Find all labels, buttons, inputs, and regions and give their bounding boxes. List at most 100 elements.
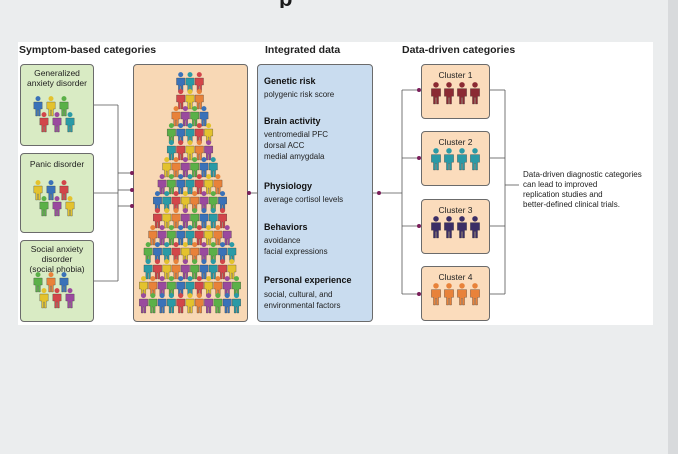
person-icon	[39, 112, 49, 133]
person-icon	[185, 123, 195, 144]
person-icon	[143, 259, 153, 280]
person-icon	[194, 140, 204, 161]
physiology-item: average cortisol levels	[264, 195, 344, 204]
connector-dot	[377, 191, 381, 195]
person-icon	[232, 276, 241, 297]
person-icon	[176, 123, 186, 144]
person-icon	[185, 140, 195, 161]
person-icon	[190, 106, 199, 127]
symptom-label-line: disorder	[41, 254, 73, 264]
person-icon	[176, 276, 186, 297]
person-icon	[171, 208, 181, 229]
person-icon	[148, 276, 158, 297]
person-icon	[444, 82, 454, 105]
genetic-risk-item: polygenic risk score	[264, 90, 335, 99]
symptom-box-social-anxiety: Social anxiety disorder (social phobia)	[20, 240, 94, 322]
personal-experience-item: social, cultural, and	[264, 290, 333, 299]
person-icon	[167, 293, 176, 314]
person-icon	[218, 259, 227, 280]
person-icon	[171, 191, 181, 212]
person-icon	[59, 96, 69, 117]
header-data-driven: Data-driven categories	[402, 44, 516, 56]
person-icon	[143, 242, 153, 263]
personal-experience-title: Personal experience	[264, 275, 352, 285]
person-icon	[157, 293, 167, 314]
person-icon	[162, 259, 172, 280]
cluster-label: Cluster 4	[438, 272, 473, 282]
person-icon	[65, 112, 75, 133]
person-icon	[59, 272, 69, 293]
person-icon	[153, 191, 162, 212]
person-icon	[208, 191, 218, 212]
person-icon	[457, 283, 467, 306]
person-icon	[190, 242, 199, 263]
connector-dot	[417, 292, 421, 296]
person-icon	[194, 293, 204, 314]
person-icon	[190, 191, 199, 212]
symptom-label-line: Panic disorder	[29, 159, 85, 169]
person-icon	[204, 293, 213, 314]
person-icon	[65, 288, 75, 309]
person-icon	[46, 272, 56, 293]
person-icon	[181, 191, 190, 212]
person-icon	[232, 293, 241, 314]
symptom-box-gad: Generalized anxiety disorder	[20, 64, 94, 146]
person-icon	[65, 196, 75, 217]
connector-dot	[417, 224, 421, 228]
person-icon	[457, 148, 467, 171]
person-icon	[181, 157, 190, 178]
note-line: better-defined clinical trials.	[523, 200, 620, 209]
brain-activity-item: dorsal ACC	[264, 141, 305, 150]
person-icon	[199, 106, 209, 127]
person-icon	[167, 123, 176, 144]
person-icon	[157, 276, 167, 297]
person-icon	[52, 288, 62, 309]
person-icon	[39, 288, 49, 309]
cluster-label: Cluster 1	[438, 70, 473, 80]
person-icon	[457, 216, 467, 239]
person-icon	[162, 242, 172, 263]
person-icon	[222, 293, 232, 314]
person-icon	[204, 174, 213, 195]
person-icon	[470, 283, 480, 306]
person-icon	[444, 148, 454, 171]
symptom-label-line: anxiety disorder	[26, 78, 87, 88]
person-icon	[194, 174, 204, 195]
person-icon	[431, 82, 441, 105]
person-icon	[176, 140, 186, 161]
person-icon	[199, 208, 209, 229]
person-icon	[33, 180, 43, 201]
person-icon	[208, 259, 218, 280]
person-icon	[46, 180, 56, 201]
person-icon	[190, 157, 199, 178]
person-icon	[218, 191, 227, 212]
connector-dot	[247, 191, 251, 195]
person-icon	[208, 242, 218, 263]
person-icon	[213, 174, 223, 195]
person-icon	[167, 174, 176, 195]
person-icon	[176, 225, 186, 246]
person-icon	[176, 293, 186, 314]
person-icon	[153, 208, 162, 229]
person-icon	[148, 225, 158, 246]
person-icon	[171, 259, 181, 280]
person-icon	[199, 259, 209, 280]
person-icon	[190, 208, 199, 229]
person-icon	[153, 242, 162, 263]
header-symptom-based: Symptom-based categories	[19, 44, 157, 56]
person-icon	[470, 82, 480, 105]
person-icon	[431, 216, 441, 239]
person-icon	[222, 225, 232, 246]
person-icon	[162, 157, 172, 178]
person-icon	[176, 89, 186, 110]
person-icon	[185, 276, 195, 297]
person-icon	[457, 82, 467, 105]
note-line: Data-driven diagnostic categories	[523, 170, 642, 179]
person-icon	[167, 225, 176, 246]
person-icon	[204, 140, 213, 161]
connector-dot	[130, 188, 134, 192]
person-icon	[176, 72, 186, 93]
person-icon	[181, 106, 190, 127]
person-icon	[46, 96, 56, 117]
